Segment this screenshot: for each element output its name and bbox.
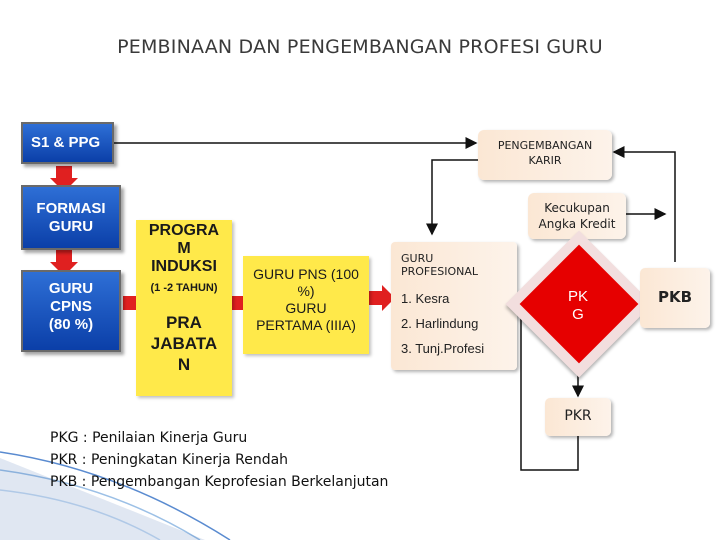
guru-cpns-box: GURU CPNS (80 %) bbox=[21, 270, 121, 352]
profesional-line-2: PROFESIONAL bbox=[401, 265, 478, 278]
formasi-line-1: FORMASI bbox=[36, 200, 106, 217]
program-induksi-box: PROGRA M INDUKSI (1 -2 TAHUN) PRA JABATA… bbox=[136, 220, 232, 396]
decorative-corner-band bbox=[0, 458, 205, 540]
connector-pkb-loop bbox=[612, 146, 676, 262]
pkb-box: PKB bbox=[640, 268, 710, 328]
s1-ppg-label: S1 & PPG bbox=[31, 134, 101, 151]
connector-karir-to-profesional bbox=[426, 159, 478, 236]
pkb-label: PKB bbox=[657, 288, 693, 306]
legend-line-3: PKB : Pengembangan Keprofesian Berkelanj… bbox=[50, 474, 389, 490]
pra-line-2: JABATA bbox=[150, 334, 218, 353]
legend-line-1: PKG : Penilaian Kinerja Guru bbox=[50, 430, 248, 446]
profesional-item-3: 3. Tunj.Profesi bbox=[401, 341, 485, 356]
profesional-item-2: 2. Harlindung bbox=[401, 316, 479, 331]
pkg-label: PK G bbox=[549, 288, 607, 324]
program-line-2: M bbox=[177, 240, 191, 257]
program-duration: (1 -2 TAHUN) bbox=[150, 282, 218, 294]
kecukupan-line-1: Kecukupan bbox=[544, 201, 610, 215]
program-line-3: INDUKSI bbox=[151, 258, 217, 275]
pns-line-1: GURU PNS (100 bbox=[253, 266, 359, 282]
karir-line-2: KARIR bbox=[528, 154, 562, 167]
pns-line-3: GURU bbox=[285, 300, 327, 316]
pkg-line-1: PK bbox=[567, 288, 588, 305]
profesional-line-1: GURU bbox=[401, 252, 434, 265]
pra-line-3: N bbox=[177, 355, 191, 374]
kecukupan-box: Kecukupan Angka Kredit bbox=[528, 193, 626, 239]
legend-line-2: PKR : Peningkatan Kinerja Rendah bbox=[50, 452, 289, 468]
red-arrow-down-2 bbox=[50, 250, 78, 276]
cpns-line-3: (80 %) bbox=[48, 316, 94, 333]
pkr-box: PKR bbox=[545, 398, 611, 436]
pns-line-4: PERTAMA (IIIA) bbox=[256, 317, 356, 333]
formasi-guru-box: FORMASI GURU bbox=[21, 185, 121, 250]
guru-profesional-box: GURU PROFESIONAL 1. Kesra 2. Harlindung … bbox=[391, 242, 517, 370]
pns-line-2: %) bbox=[297, 283, 315, 299]
profesional-item-1: 1. Kesra bbox=[401, 291, 450, 306]
pengembangan-karir-box: PENGEMBANGAN KARIR bbox=[478, 130, 612, 180]
kecukupan-line-2: Angka Kredit bbox=[538, 217, 616, 231]
red-arrow-right-3 bbox=[368, 285, 395, 311]
cpns-line-1: GURU bbox=[48, 280, 94, 297]
pkr-label: PKR bbox=[564, 408, 592, 424]
decorative-corner-swoosh bbox=[0, 451, 231, 540]
guru-pns-box: GURU PNS (100 %) GURU PERTAMA (IIIA) bbox=[243, 256, 369, 354]
formasi-line-2: GURU bbox=[48, 218, 94, 235]
pkg-line-2: G bbox=[572, 306, 584, 323]
program-line-1: PROGRA bbox=[148, 222, 220, 239]
page-title: PEMBINAAN DAN PENGEMBANGAN PROFESI GURU bbox=[117, 36, 603, 58]
karir-line-1: PENGEMBANGAN bbox=[497, 139, 593, 152]
pra-line-1: PRA bbox=[166, 313, 202, 332]
cpns-line-2: CPNS bbox=[50, 298, 92, 315]
s1-ppg-box: S1 & PPG bbox=[21, 122, 114, 164]
